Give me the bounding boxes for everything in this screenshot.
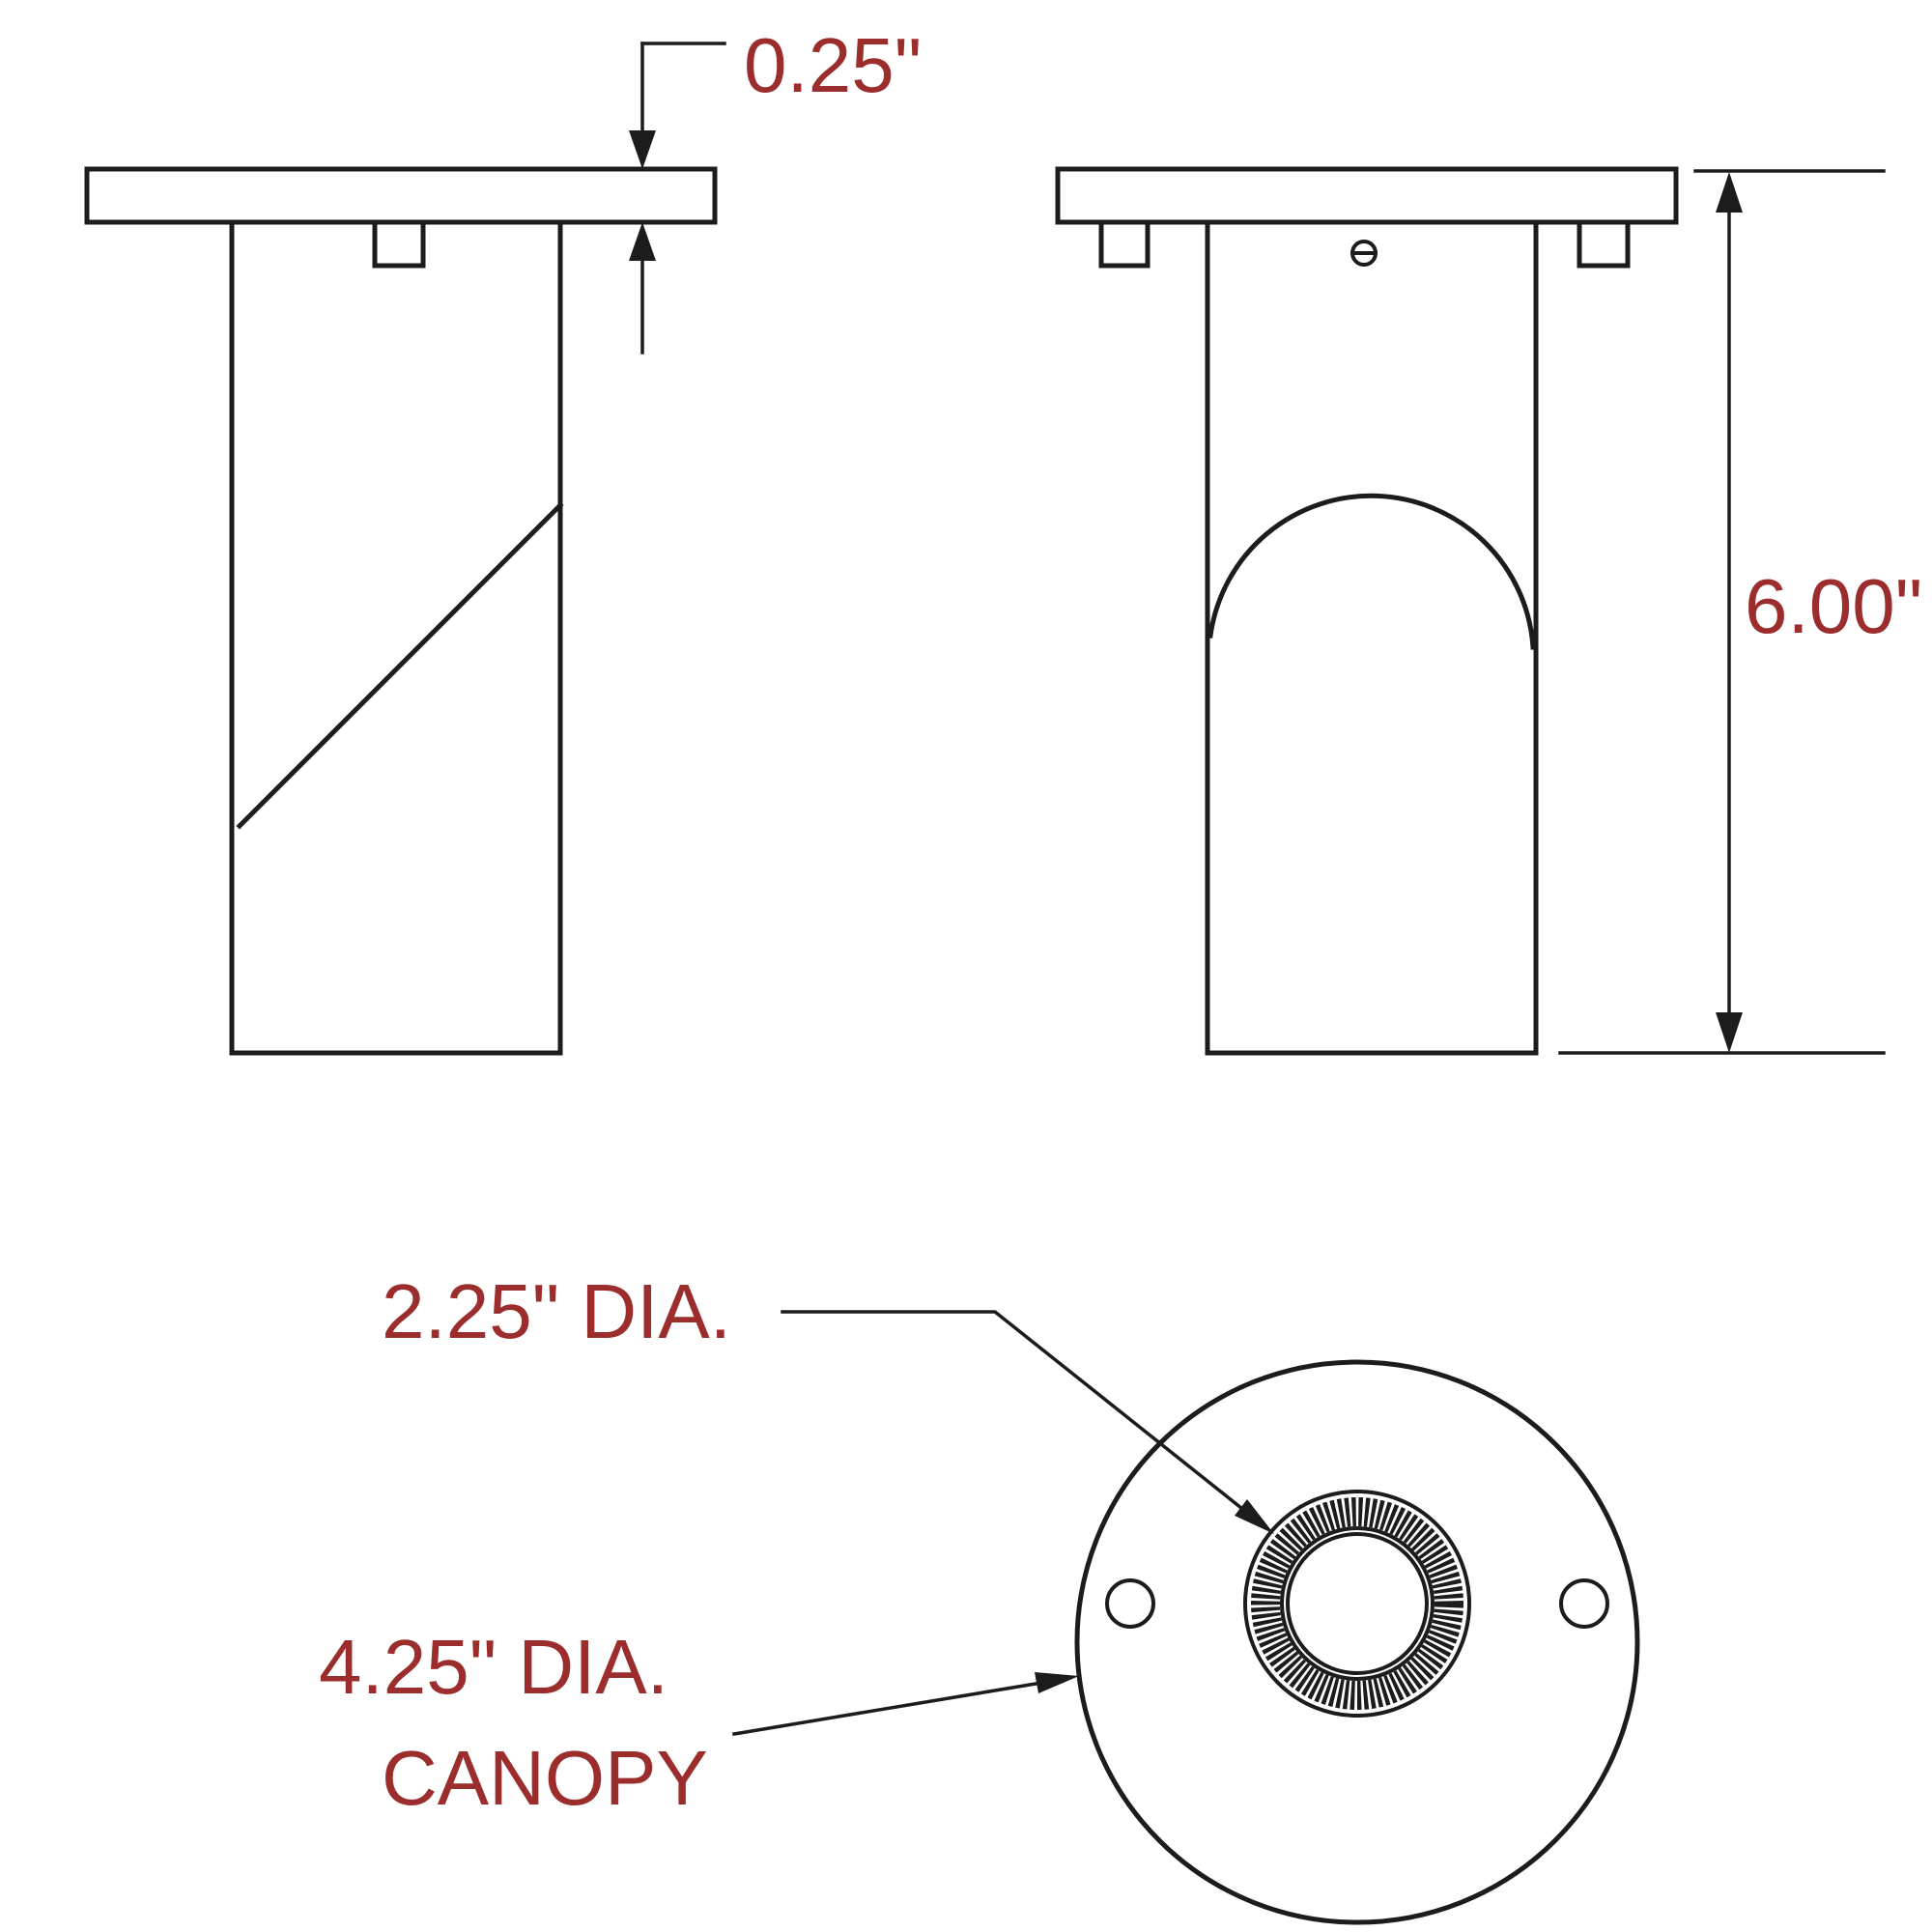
lamp-opening-arch xyxy=(1208,493,1536,650)
leader-line xyxy=(781,1310,1259,1522)
canopy-thickness-label: 0.25" xyxy=(744,22,922,108)
opening-inner-circle xyxy=(1286,1532,1429,1675)
mounting-hole-left xyxy=(1105,1578,1155,1629)
hub-knurled-ring xyxy=(1251,1497,1463,1710)
dim-fixture-height: 6.00" xyxy=(1558,169,1922,1055)
opening-diameter-label: 2.25" DIA. xyxy=(382,1268,731,1354)
right-cylinder-body xyxy=(1205,219,1539,1056)
opening-circle xyxy=(1280,1526,1435,1681)
hub-outer-ring xyxy=(1243,1490,1471,1718)
fixture-height-label: 6.00" xyxy=(1745,563,1922,649)
leader-line xyxy=(731,1678,1056,1737)
dim-canopy-diameter: 4.25" DIA. CANOPY xyxy=(319,1624,1079,1821)
arrowhead-up-icon xyxy=(629,222,656,261)
right-mount-tab-right xyxy=(1577,219,1631,269)
canopy-diameter-label-line1: 4.25" DIA. xyxy=(319,1624,668,1710)
canopy-outer-circle xyxy=(1074,1359,1640,1925)
bottom-view xyxy=(1074,1359,1640,1925)
arrowhead-down-icon xyxy=(1716,1012,1743,1053)
leader-arrowhead-icon xyxy=(1235,1499,1274,1534)
right-canopy-flange xyxy=(1055,166,1679,225)
dim-canopy-thickness: 0.25" xyxy=(629,22,922,355)
left-cylinder-body xyxy=(229,219,563,1056)
dim-opening-diameter: 2.25" DIA. xyxy=(382,1268,1274,1534)
leader-arrowhead-icon xyxy=(1035,1672,1079,1693)
arrowhead-up-icon xyxy=(1716,172,1743,213)
side-view-right xyxy=(1055,166,1679,1056)
side-view-left xyxy=(84,166,718,1056)
arrowhead-down-icon xyxy=(629,130,656,169)
left-canopy-flange xyxy=(84,166,718,225)
mounting-hole-right xyxy=(1559,1578,1609,1629)
left-mount-tab xyxy=(372,219,426,269)
left-cutoff-edge-line xyxy=(236,501,564,830)
canopy-diameter-label-line2: CANOPY xyxy=(382,1735,708,1821)
right-mount-tab-left xyxy=(1098,219,1151,269)
